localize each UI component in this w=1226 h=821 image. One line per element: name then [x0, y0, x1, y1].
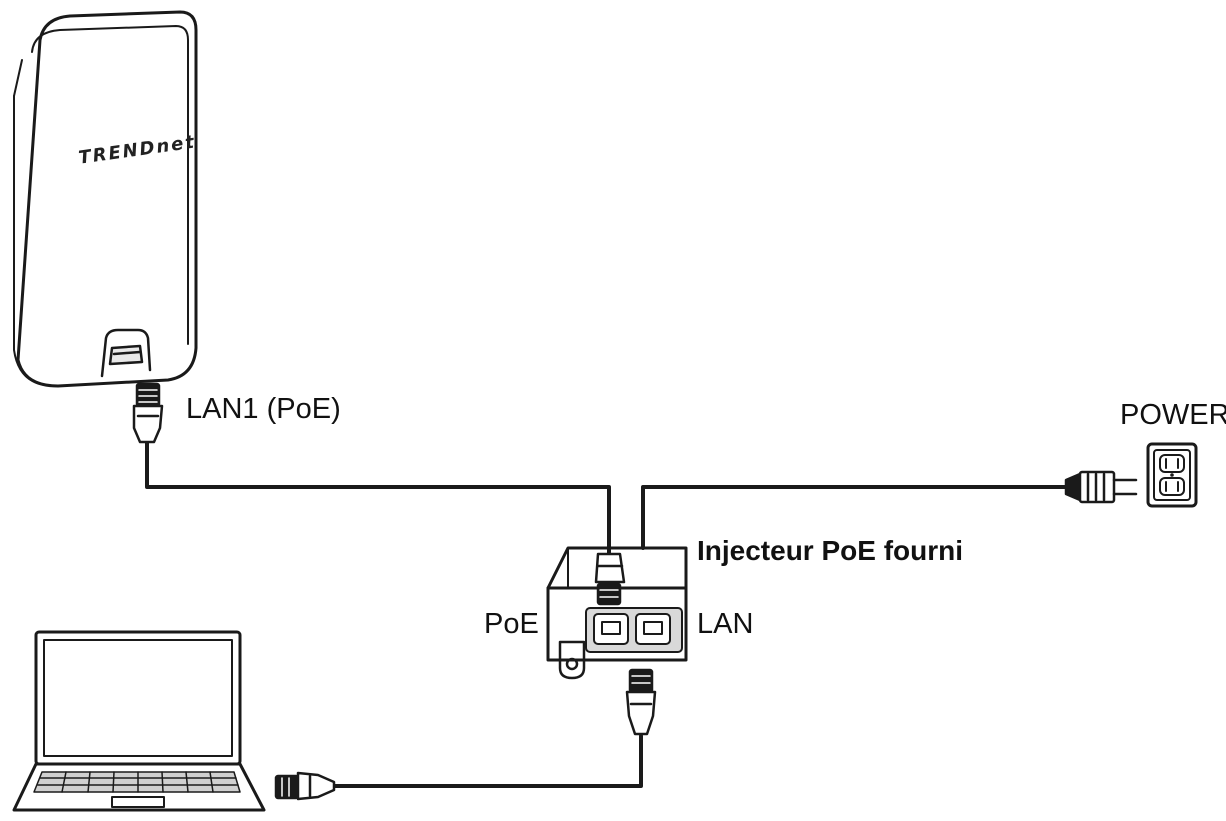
cable-ap-to-injector: [145, 441, 611, 555]
laptop-keyboard: [33, 771, 241, 793]
brand-logo: TRENDnet: [77, 131, 197, 168]
injector-ports: [585, 607, 683, 653]
power-plug: [1064, 470, 1138, 504]
ap-port-cover: [100, 328, 152, 378]
label-injector-lan: LAN: [697, 608, 753, 640]
injector-mount-tab: [558, 640, 586, 680]
cables: [145, 441, 1068, 788]
label-injector-poe: PoE: [484, 608, 539, 640]
laptop: [12, 630, 266, 812]
label-injector-title: Injecteur PoE fourni: [697, 535, 963, 566]
ethernet-plug-laptop: [274, 771, 336, 801]
label-lan1-poe: LAN1 (PoE): [186, 393, 341, 425]
wall-outlet: POWER: [1120, 399, 1226, 508]
ethernet-plug-injector-top: [594, 552, 626, 606]
label-power: POWER: [1120, 399, 1226, 431]
cable-injector-to-power: [641, 485, 1068, 550]
ethernet-plug-injector-bottom: [625, 668, 657, 736]
cable-injector-to-laptop: [333, 734, 643, 788]
ethernet-plug-ap: [132, 382, 164, 444]
outdoor-access-point: TRENDnet: [13, 10, 198, 388]
poe-injector: [546, 546, 688, 680]
